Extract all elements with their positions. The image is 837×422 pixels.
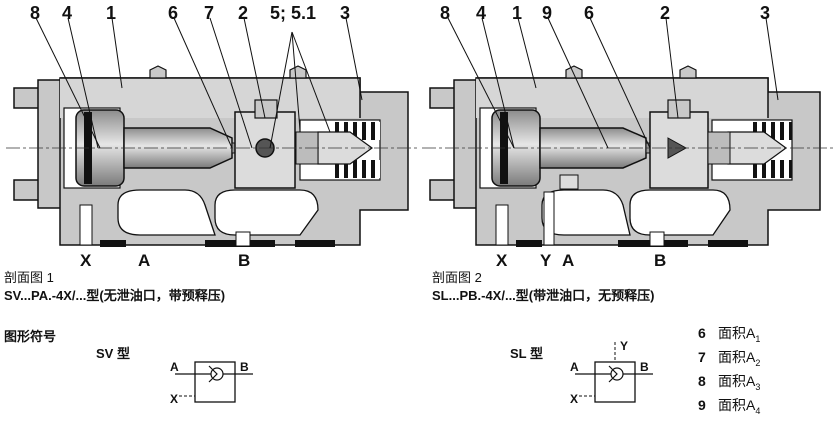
port-y: Y (540, 251, 552, 270)
sl-port-x: X (570, 392, 579, 406)
callout-9: 9 (542, 3, 553, 23)
callout-2: 2 (660, 3, 671, 23)
callout-3: 3 (340, 3, 351, 23)
passage-a (117, 189, 216, 236)
callout-1: 1 (512, 3, 523, 23)
sv-symbol-title: SV 型 (96, 346, 130, 361)
sv-port-a: A (170, 360, 179, 374)
port-a: A (138, 251, 151, 270)
legend-subscript: 3 (755, 381, 761, 392)
callout-2: 2 (238, 3, 249, 23)
legend-label: 面积 (718, 397, 746, 413)
callout-6: 6 (584, 3, 595, 23)
port-b: B (654, 251, 667, 270)
sl-symbol-title: SL 型 (510, 346, 543, 361)
port-b: B (238, 251, 251, 270)
passage-b (214, 189, 319, 236)
sv-check-valve-symbol (175, 361, 253, 403)
caption-1-subtitle: SV...PA.-4X/...型(无泄油口，带预释压) (4, 288, 226, 303)
callout-7: 7 (204, 3, 215, 23)
callout-8: 8 (30, 3, 41, 23)
callout-5-5-1: 5; 5.1 (270, 3, 317, 23)
callout-6: 6 (168, 3, 179, 23)
sv-port-b: B (240, 360, 249, 374)
legend-item-6: 6 面积A1 (698, 323, 760, 344)
legend-num: 7 (698, 349, 706, 365)
sl-check-valve-symbol (575, 342, 653, 403)
legend-label: 面积 (718, 349, 746, 365)
legend-label: 面积 (718, 373, 746, 389)
legend-subscript: 4 (755, 405, 761, 416)
symbols-heading: 图形符号 (4, 329, 57, 344)
legend-symbol: A (746, 397, 756, 413)
section-drawing-1 (6, 17, 418, 247)
callout-4: 4 (476, 3, 487, 23)
legend-num: 8 (698, 373, 706, 389)
port-x: X (80, 251, 92, 270)
sv-port-x: X (170, 392, 179, 406)
sl-port-b: B (640, 360, 649, 374)
legend-item-7: 7 面积A2 (698, 347, 760, 368)
callout-3: 3 (760, 3, 771, 23)
legend-subscript: 2 (755, 357, 761, 368)
legend-item-8: 8 面积A3 (698, 371, 760, 392)
port-a: A (562, 251, 575, 270)
legend-num: 6 (698, 325, 706, 341)
legend-symbol: A (746, 325, 756, 341)
legend-label: 面积 (718, 325, 746, 341)
legend-symbol: A (746, 373, 756, 389)
section-drawing-2 (422, 17, 834, 247)
callout-4: 4 (62, 3, 73, 23)
sl-port-a: A (570, 360, 579, 374)
port-x: X (496, 251, 508, 270)
legend-subscript: 1 (755, 333, 761, 344)
sl-port-y: Y (620, 339, 629, 353)
legend-symbol: A (746, 349, 756, 365)
callout-8: 8 (440, 3, 451, 23)
caption-2-subtitle: SL...PB.-4X/...型(带泄油口，无预释压) (432, 288, 655, 303)
callout-1: 1 (106, 3, 117, 23)
caption-2-title: 剖面图 2 (432, 270, 482, 285)
legend-num: 9 (698, 397, 706, 413)
caption-1-title: 剖面图 1 (4, 270, 54, 285)
legend-item-9: 9 面积A4 (698, 395, 760, 416)
